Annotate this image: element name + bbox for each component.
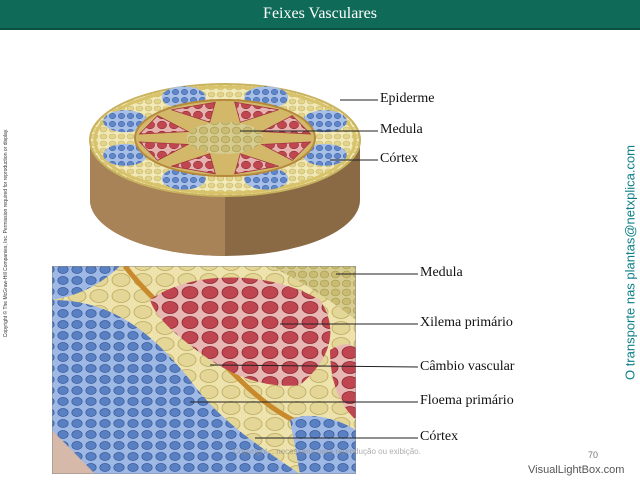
leader-lines [190,99,419,439]
detail-view [52,266,356,474]
xylem-wedge [138,141,190,161]
phloem-bundle [103,110,148,133]
slide-title: Feixes Vasculares [263,5,377,22]
faint-copyright-note: Copyright... necessária para reprodução … [233,447,421,456]
xylem-wedge [260,115,312,135]
label-cambio: Câmbio vascular [420,359,515,374]
watermark: VisualLightBox.com [528,464,625,476]
xylem-wedge [171,153,216,175]
xylem-wedge [234,153,279,175]
stem-disk [89,83,361,256]
label-cortex-top: Córtex [380,151,419,166]
label-floema: Floema primário [420,393,514,408]
xylem-wedge [138,115,190,135]
xylem-wedge [234,101,279,123]
label-cortex-detail: Córtex [420,429,459,444]
phloem-bundle [103,143,148,166]
xylem-wedge [260,141,312,161]
xylem-wedge [171,101,216,123]
label-xilema: Xilema primário [420,315,513,330]
label-epiderme: Epiderme [380,91,435,106]
phloem-bundle [302,110,347,133]
page-number: 70 [588,450,599,460]
label-medula-top: Medula [380,122,423,137]
label-medula-detail: Medula [420,265,463,280]
title-bar: Feixes Vasculares [0,0,640,30]
